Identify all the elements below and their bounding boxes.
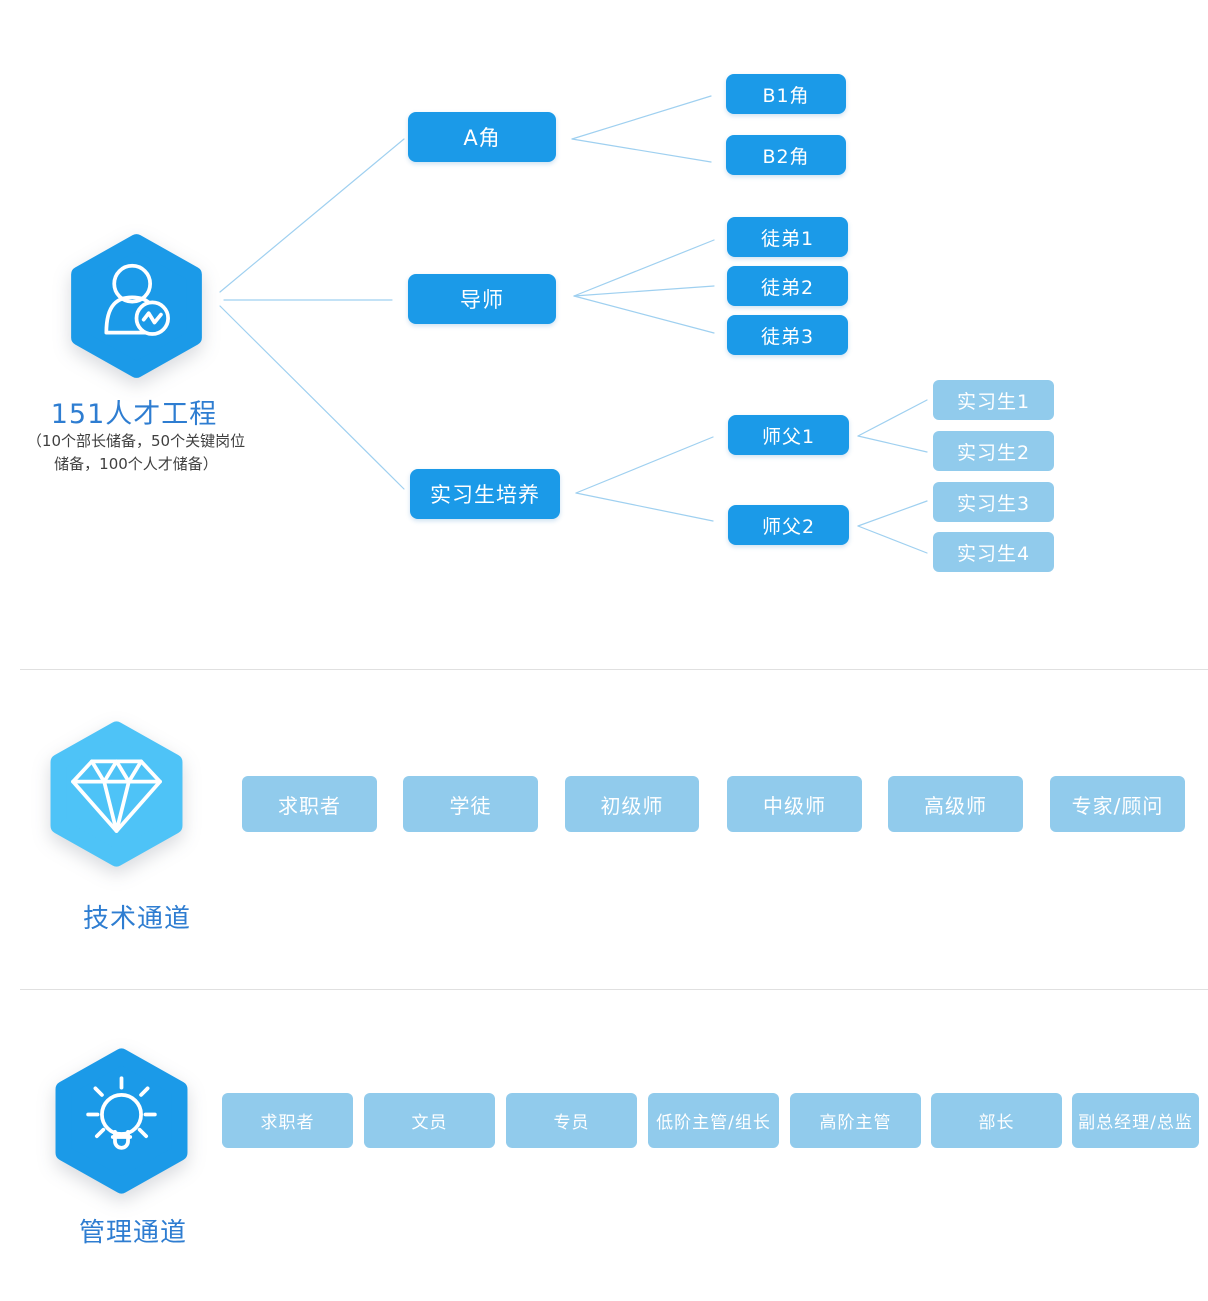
mgmt-stage-senior-supervisor: 高阶主管 — [790, 1093, 921, 1148]
tech-channel-label: 技术通道 — [82, 904, 191, 934]
management-channel-hexagon — [49, 1044, 194, 1198]
subtitle-line-1: （10个部长储备，50个关键岗位 — [26, 432, 246, 450]
tech-stage-junior: 初级师 — [565, 776, 699, 832]
tech-stage-expert: 专家/顾问 — [1050, 776, 1185, 832]
tech-stage-senior: 高级师 — [888, 776, 1023, 832]
tech-stage-intermediate: 中级师 — [727, 776, 862, 832]
node-a-role: A角 — [408, 112, 556, 162]
node-intern-1: 实习生1 — [933, 380, 1054, 420]
mgmt-stage-minister: 部长 — [931, 1093, 1062, 1148]
node-mentor: 导师 — [408, 274, 556, 324]
mgmt-stage-junior-supervisor: 低阶主管/组长 — [648, 1093, 779, 1148]
talent-project-hexagon — [64, 232, 209, 380]
tech-channel-hexagon — [44, 718, 189, 870]
trend-badge-icon — [134, 300, 170, 336]
node-intern-2: 实习生2 — [933, 431, 1054, 471]
node-apprentice-1: 徒弟1 — [727, 217, 848, 257]
tech-stage-apprentice: 学徒 — [403, 776, 538, 832]
tech-stage-job-seeker: 求职者 — [242, 776, 377, 832]
node-apprentice-2: 徒弟2 — [727, 266, 848, 306]
management-channel-label: 管理通道 — [78, 1218, 187, 1248]
node-master-1: 师父1 — [728, 415, 849, 455]
diamond-icon — [71, 759, 162, 833]
node-b1-role: B1角 — [726, 74, 846, 114]
mgmt-stage-job-seeker: 求职者 — [222, 1093, 353, 1148]
section-divider-1 — [20, 669, 1208, 670]
node-apprentice-3: 徒弟3 — [727, 315, 848, 355]
mgmt-stage-vp-director: 副总经理/总监 — [1072, 1093, 1199, 1148]
node-intern-3: 实习生3 — [933, 482, 1054, 522]
node-master-2: 师父2 — [728, 505, 849, 545]
org-chart-subtitle: （10个部长储备，50个关键岗位 储备，100个人才储备） — [0, 430, 272, 477]
mgmt-stage-specialist: 专员 — [506, 1093, 637, 1148]
mgmt-stage-clerk: 文员 — [364, 1093, 495, 1148]
org-chart-title: 151人才工程 — [50, 399, 218, 430]
lightbulb-icon — [86, 1076, 157, 1150]
node-b2-role: B2角 — [726, 135, 846, 175]
node-intern-4: 实习生4 — [933, 532, 1054, 572]
section-divider-2 — [20, 989, 1208, 990]
subtitle-line-2: 储备，100个人才储备） — [54, 455, 218, 474]
node-intern-training: 实习生培养 — [410, 469, 560, 519]
